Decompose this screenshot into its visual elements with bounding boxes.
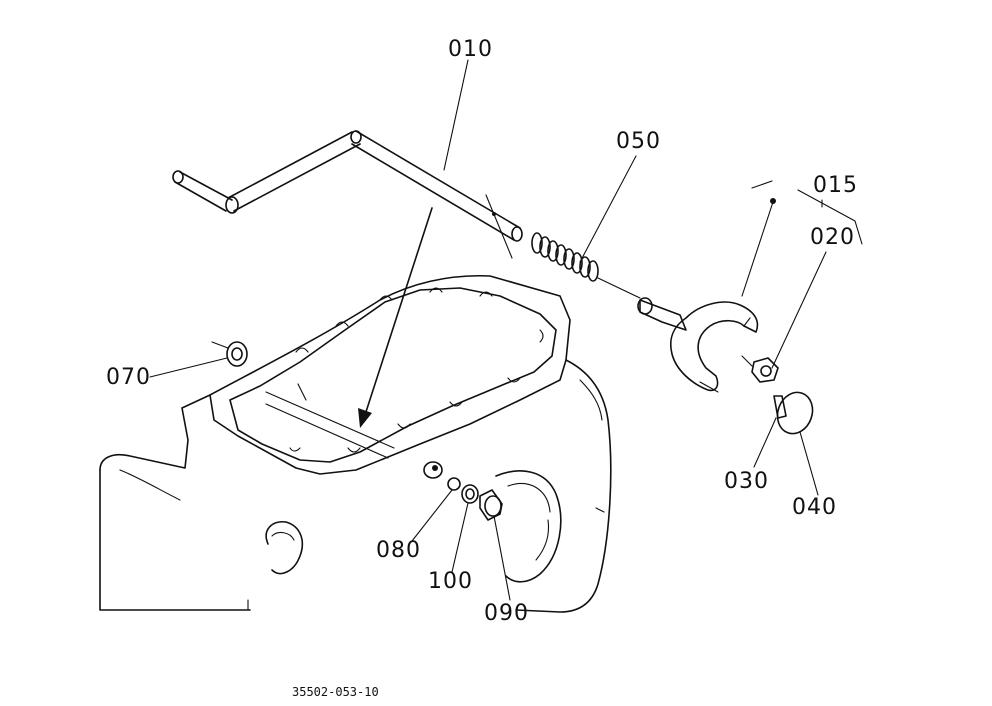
label-015: 015: [813, 173, 858, 198]
shift-fork-part: [637, 297, 779, 393]
label-030: 030: [724, 469, 769, 494]
assembly-arrow: [358, 207, 433, 428]
label-010: 010: [448, 37, 493, 62]
label-090: 090: [484, 601, 529, 626]
label-100: 100: [428, 569, 473, 594]
label-080: 080: [376, 538, 421, 563]
seal-part-070: [211, 341, 248, 367]
shift-rod-part: [172, 130, 523, 259]
label-050: 050: [616, 129, 661, 154]
label-020: 020: [810, 225, 855, 250]
cap-part: [776, 391, 814, 435]
reference-code: 35502-053-10: [292, 685, 379, 699]
fork-nut-020: [751, 357, 779, 383]
label-070: 070: [106, 365, 151, 390]
washer-part-100: [461, 484, 479, 504]
label-040: 040: [792, 495, 837, 520]
transmission-case: [99, 274, 612, 613]
leader-lines: [149, 59, 827, 601]
plug-part-090: [479, 489, 503, 521]
fork-group-bracket: [751, 180, 863, 245]
spring-part: [531, 232, 641, 299]
pin-part: [773, 395, 787, 419]
ball-part-080: [447, 477, 461, 491]
